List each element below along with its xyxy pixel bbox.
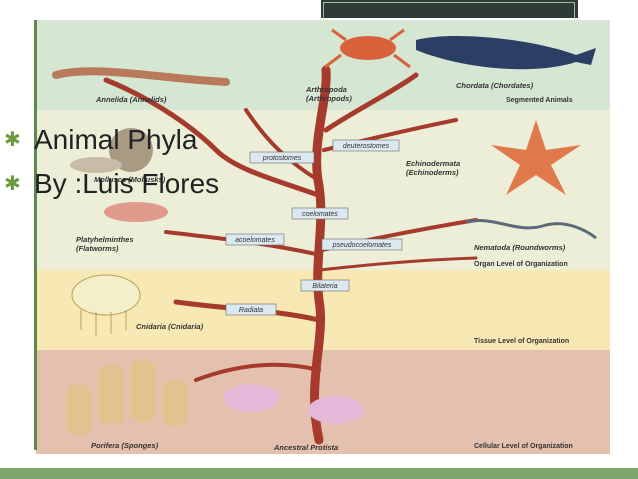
annelid-illustration <box>52 67 230 86</box>
flatworm-illustration <box>104 202 168 222</box>
label-arthropoda-1: Arthropoda <box>305 85 347 94</box>
slide-title: Animal Phyla <box>34 124 198 155</box>
frame-line-right <box>578 0 579 18</box>
roundworm-illustration <box>465 219 597 240</box>
svg-text:Radiata: Radiata <box>239 307 263 314</box>
bottom-gap <box>0 458 638 468</box>
node-deuterostomes: deuterostomes <box>332 139 400 152</box>
label-echinodermata-2: (Echinoderms) <box>406 168 459 177</box>
whale-illustration <box>416 35 596 70</box>
label-mollusca: Mollusca (Mollusks) <box>94 175 166 184</box>
label-annelida: Annelida (Annelids) <box>95 95 167 104</box>
bottom-accent-bar <box>0 468 638 479</box>
label-arthropoda-2: (Arthropods) <box>306 94 352 103</box>
left-accent-line <box>34 20 37 450</box>
label-platyhelminthes-1: Platyhelminthes <box>76 235 134 244</box>
svg-text:coelomates: coelomates <box>302 211 338 218</box>
label-tissue-level: Tissue Level of Organization <box>474 338 569 345</box>
svg-text:Bilateria: Bilateria <box>312 283 337 290</box>
label-echinodermata-1: Echinodermata <box>406 159 460 168</box>
svg-text:deuterostomes: deuterostomes <box>343 143 390 150</box>
node-pseudocoelomates: pseudocoelomates <box>321 238 403 251</box>
crab-illustration <box>324 28 411 69</box>
svg-text:pseudocoelomates: pseudocoelomates <box>332 242 392 249</box>
node-coelomates: coelomates <box>291 207 349 220</box>
title-bullets: ✱ Animal Phyla ✱ By :Luis Flores <box>0 118 219 206</box>
node-acoelomates: acoelomates <box>225 233 285 246</box>
label-chordata: Chordata (Chordates) <box>456 81 534 90</box>
title-accent-bar <box>320 0 578 19</box>
label-nematoda: Nematoda (Roundworms) <box>474 243 566 252</box>
svg-text:protostomes: protostomes <box>262 155 302 162</box>
node-protostomes: protostomes <box>249 151 315 164</box>
svg-text:acoelomates: acoelomates <box>235 237 275 244</box>
label-platyhelminthes-2: (Flatworms) <box>76 244 119 253</box>
label-protista: Ancestral Protista <box>273 443 338 452</box>
jellyfish-illustration <box>71 274 141 336</box>
label-segmented: Segmented Animals <box>506 97 573 104</box>
label-cnidaria: Cnidaria (Cnidaria) <box>136 322 204 331</box>
snail-illustration <box>70 128 153 173</box>
node-bilateria: Bilateria <box>300 279 350 292</box>
slide-author: By :Luis Flores <box>34 168 220 199</box>
node-radiata: Radiata <box>225 303 277 316</box>
label-organ-level: Organ Level of Organization <box>474 261 568 268</box>
sponge-illustration <box>66 360 188 435</box>
protista-illustration <box>223 384 364 424</box>
phylogenetic-tree-diagram: protostomes deuterostomes coelomates aco… <box>36 20 610 454</box>
label-cellular-level: Cellular Level of Organization <box>474 443 573 450</box>
bullet-icon: ✱ <box>4 173 21 195</box>
label-porifera: Porifera (Sponges) <box>91 441 159 450</box>
bullet-author: ✱ By :Luis Flores <box>0 162 219 206</box>
starfish-illustration <box>491 120 581 195</box>
bullet-icon: ✱ <box>4 129 21 151</box>
frame-line <box>320 0 321 18</box>
bullet-title: ✱ Animal Phyla <box>0 118 219 162</box>
